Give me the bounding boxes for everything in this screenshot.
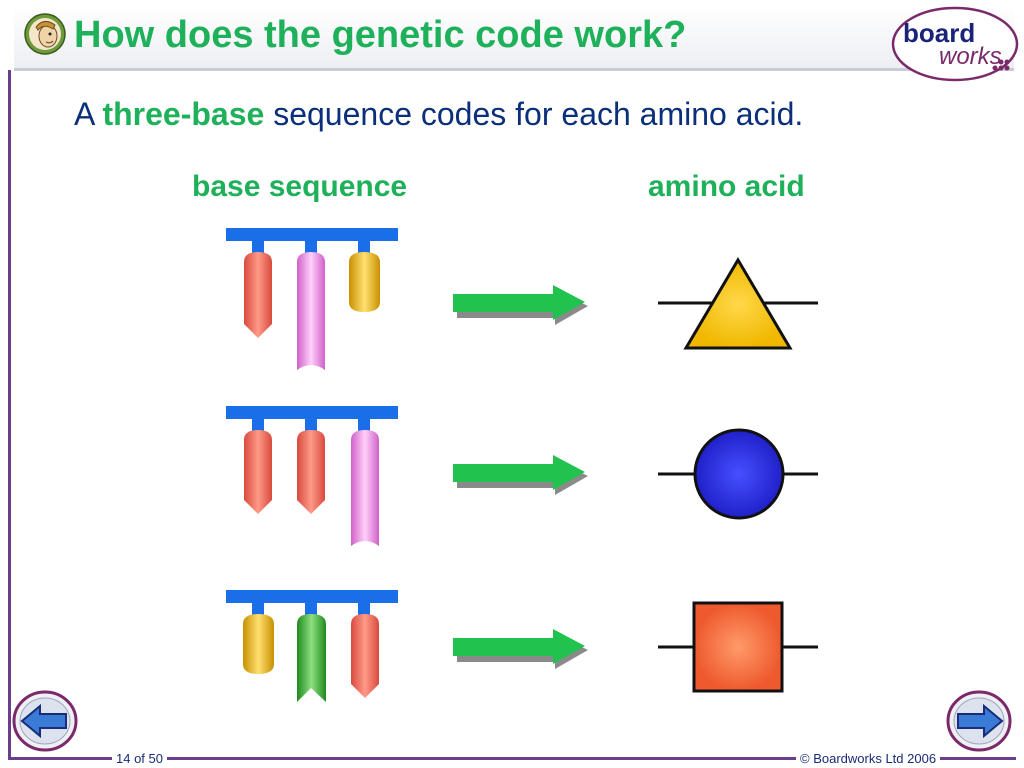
page-title: How does the genetic code work? <box>74 14 687 56</box>
dna-backbone <box>226 406 398 419</box>
subtitle-highlight: three-base <box>102 96 265 132</box>
subtitle-sentence: A three-base sequence codes for each ami… <box>74 96 803 133</box>
base-pink <box>297 252 325 370</box>
amino-acid-square <box>692 601 784 693</box>
dna-backbone <box>226 228 398 241</box>
subtitle-prefix: A <box>74 96 103 132</box>
back-arrow-icon[interactable] <box>12 690 78 752</box>
amino-acid-circle <box>693 428 785 520</box>
base-yellow <box>349 252 380 312</box>
codon-row-2 <box>226 406 818 546</box>
base-pink <box>351 430 379 546</box>
forward-arrow-icon[interactable] <box>946 690 1012 752</box>
base-red <box>244 252 272 338</box>
header-bar <box>14 6 1014 70</box>
right-arrow <box>453 455 588 495</box>
column-heading-base-sequence: base sequence <box>192 170 408 203</box>
amino-acid-triangle <box>683 257 793 350</box>
page-number: 14 of 50 <box>112 751 167 766</box>
base-yellow <box>243 614 274 674</box>
base-red <box>244 430 272 514</box>
codon-row-1 <box>226 228 818 370</box>
frame-bottom-border <box>8 757 1016 760</box>
codon-row-3 <box>226 590 818 702</box>
boardworks-logo: board works <box>891 6 1019 82</box>
cartoon-face-icon <box>24 13 66 55</box>
base-red <box>351 614 379 698</box>
header-divider <box>14 68 1014 71</box>
base-red <box>297 430 325 514</box>
copyright-notice: © Boardworks Ltd 2006 <box>796 751 941 766</box>
logo-works-text: works <box>939 43 1002 70</box>
subtitle-suffix: sequence codes for each amino acid. <box>264 96 804 132</box>
right-arrow <box>453 629 588 669</box>
dna-backbone <box>226 590 398 603</box>
frame-left-border <box>8 70 11 760</box>
right-arrow <box>453 285 588 325</box>
column-heading-amino-acid: amino acid <box>648 170 805 203</box>
logo-board-text: board <box>903 18 975 48</box>
base-green <box>297 614 326 702</box>
